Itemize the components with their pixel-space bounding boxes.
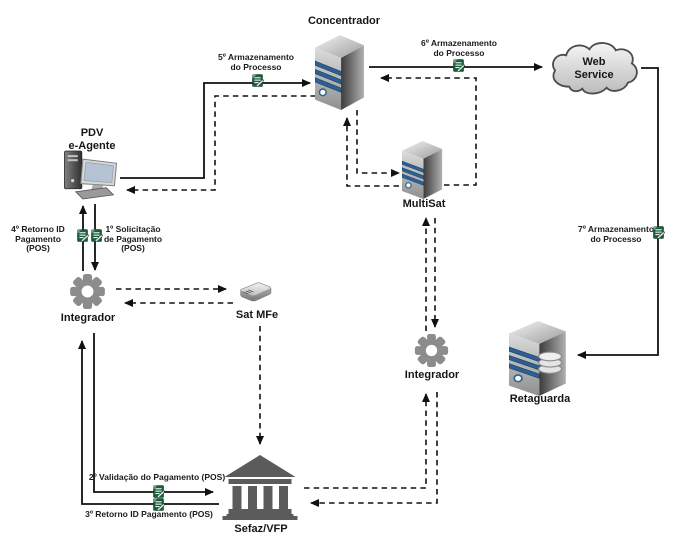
- arrow-sefaz-to-integrador-left: [78, 340, 219, 505]
- edge-label-step3: 3º Retorno ID Pagamento (POS): [85, 509, 213, 519]
- pdv-workstation-icon: [62, 150, 120, 201]
- edge-label-step1: 1º Solicitação de Pagamento (POS): [103, 224, 163, 253]
- integrador-right-gear-icon: [410, 332, 453, 369]
- sefaz-bank-icon: [217, 455, 303, 523]
- integrador-right-label: Integrador: [404, 369, 460, 381]
- satmfe-label: Sat MFe: [235, 309, 279, 321]
- pdv-label: PDV e-Agente: [68, 127, 116, 152]
- webservice-label: Web Service: [574, 56, 614, 81]
- arrow-webservice-to-retaguarda: [577, 67, 659, 359]
- edge-label-step4: 4º Retorno ID Pagamento (POS): [11, 224, 65, 253]
- integrador-left-label: Integrador: [60, 312, 116, 324]
- document-edit-icon-step1: [90, 229, 103, 242]
- dashed-arrow-multisat-to-concentrador-left: [343, 117, 399, 187]
- multisat-server-icon: [402, 141, 443, 199]
- integrador-left-gear-icon: [65, 272, 110, 311]
- retaguarda-label: Retaguarda: [509, 393, 571, 405]
- document-edit-icon-step2: [152, 485, 165, 498]
- sefaz-label: Sefaz/VFP: [234, 523, 288, 535]
- edge-label-step5: 5º Armazenamento do Processo: [217, 52, 294, 72]
- dashed-arrow-sefaz-to-integrador-right: [304, 393, 430, 489]
- multisat-label: MultiSat: [402, 198, 446, 210]
- edge-label-step7: 7º Armazenamento do Processo: [578, 224, 655, 244]
- retaguarda-server-database-icon: [509, 321, 567, 396]
- document-edit-icon-step3: [152, 498, 165, 511]
- edge-label-step2: 2º Validação do Pagamento (POS): [88, 472, 226, 482]
- concentrador-label: Concentrador: [307, 15, 381, 27]
- document-edit-icon-step4: [76, 229, 89, 242]
- dashed-arrow-concentrador-to-pdv: [126, 95, 316, 194]
- dashed-arrow-concentrador-to-multisat: [356, 110, 400, 177]
- edge-label-step6: 6º Armazenamento do Processo: [420, 38, 497, 58]
- arrow-integrador-left-to-sefaz: [93, 333, 214, 496]
- webservice-cloud-icon: [547, 39, 640, 96]
- document-edit-icon-step6: [452, 59, 465, 72]
- document-edit-icon-step5: [251, 74, 264, 87]
- satmfe-device-icon: [235, 280, 274, 308]
- document-edit-icon-step7: [652, 226, 665, 239]
- dashed-arrow-multisat-to-concentrador-right: [380, 74, 477, 186]
- dashed-arrow-integrador-right-to-sefaz: [310, 392, 438, 507]
- concentrador-server-icon: [315, 35, 365, 110]
